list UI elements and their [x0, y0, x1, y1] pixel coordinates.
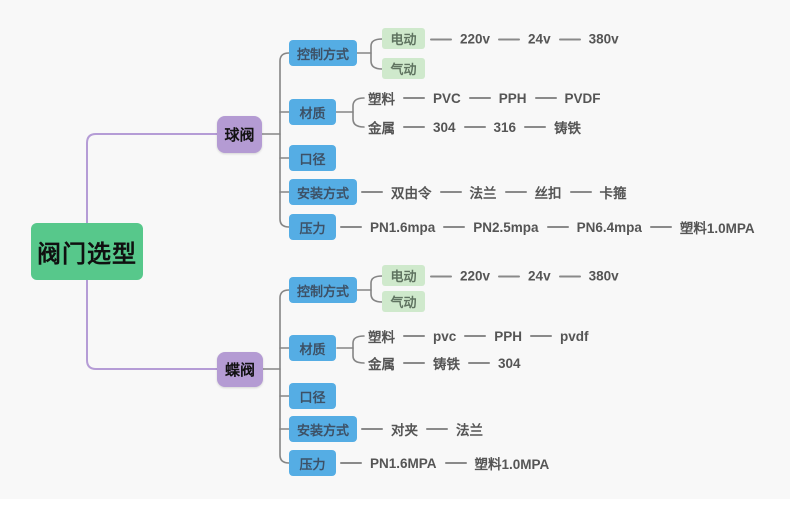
ball-pressure-chain: PN1.6mpa PN2.5mpa PN6.4mpa 塑料1.0MPA: [340, 217, 755, 237]
connector-dash: [403, 335, 425, 337]
connector-dash: [403, 362, 425, 364]
leaf-node-ball-thread[interactable]: 丝扣: [534, 186, 562, 201]
leaf-node-ball-316[interactable]: 316: [493, 119, 517, 135]
leaf-node-butterfly-flange[interactable]: 法兰: [456, 423, 483, 438]
butterfly-voltage-chain: 220v 24v 380v: [430, 269, 619, 284]
leaf-node-ball-double-union[interactable]: 双由令: [391, 186, 432, 201]
connector-dash: [430, 38, 452, 40]
category-node-butterfly-control-method[interactable]: 控制方式: [289, 277, 357, 303]
leaf-node-butterfly-plastic-10mpa[interactable]: 塑料1.0MPA: [474, 457, 550, 472]
connector-dash: [439, 191, 462, 193]
connector-dash: [403, 97, 425, 99]
connector-dash: [649, 226, 672, 228]
leaf-node-ball-clamp[interactable]: 卡箍: [599, 186, 627, 201]
connector-dash: [530, 335, 553, 337]
category-node-ball-pressure[interactable]: 压力: [289, 214, 336, 240]
connector-dash: [426, 428, 448, 430]
leaf-node-butterfly-wafer[interactable]: 对夹: [391, 423, 418, 438]
node-butterfly-pneumatic[interactable]: 气动: [382, 291, 425, 312]
connector-dash: [524, 126, 547, 128]
leaf-node-butterfly-pph[interactable]: PPH: [494, 328, 523, 344]
category-node-butterfly-material[interactable]: 材质: [289, 335, 336, 361]
connector-dash: [504, 191, 527, 193]
category-node-ball-install-method[interactable]: 安装方式: [289, 179, 357, 205]
root-node-valve-selection[interactable]: 阀门选型: [31, 223, 143, 280]
leaf-node-ball-pvdf[interactable]: PVDF: [564, 90, 601, 106]
connector-dash: [361, 428, 383, 430]
category-node-ball-material[interactable]: 材质: [289, 99, 336, 125]
leaf-node-ball-voltage-380v[interactable]: 380v: [588, 31, 619, 47]
connector-dash: [463, 126, 486, 128]
node-butterfly-electric[interactable]: 电动: [382, 265, 425, 286]
leaf-node-butterfly-plastic[interactable]: 塑料: [368, 330, 395, 345]
connector-dash: [468, 97, 491, 99]
category-node-butterfly-install-method[interactable]: 安装方式: [289, 416, 357, 442]
connector-dash: [569, 191, 592, 193]
connector-dash: [444, 462, 467, 464]
leaf-node-butterfly-cast-iron[interactable]: 铸铁: [433, 357, 460, 372]
leaf-node-butterfly-pvdf[interactable]: pvdf: [560, 328, 589, 344]
leaf-node-ball-flange[interactable]: 法兰: [469, 186, 497, 201]
leaf-node-ball-pvc[interactable]: PVC: [433, 90, 461, 106]
connector-dash: [558, 275, 581, 277]
ball-install-chain: 双由令 法兰 丝扣 卡箍: [361, 182, 627, 202]
leaf-node-butterfly-voltage-24v[interactable]: 24v: [528, 268, 551, 284]
bottom-page-strip: [0, 499, 790, 506]
category-node-ball-control-method[interactable]: 控制方式: [289, 40, 357, 66]
connector-dash: [546, 226, 569, 228]
category-node-butterfly-pressure[interactable]: 压力: [289, 450, 336, 476]
leaf-node-butterfly-voltage-220v[interactable]: 220v: [460, 268, 491, 284]
leaf-node-butterfly-pvc[interactable]: pvc: [433, 328, 457, 344]
butterfly-install-chain: 对夹 法兰: [361, 419, 483, 439]
node-ball-electric[interactable]: 电动: [382, 28, 425, 49]
leaf-node-butterfly-metal[interactable]: 金属: [368, 357, 395, 372]
ball-metal-chain: 金属 304 316 铸铁: [368, 117, 581, 137]
connector-dash: [340, 462, 362, 464]
leaf-node-ball-pn64[interactable]: PN6.4mpa: [576, 219, 642, 235]
leaf-node-ball-pn16[interactable]: PN1.6mpa: [370, 219, 436, 235]
leaf-node-butterfly-304[interactable]: 304: [498, 355, 521, 371]
connector-dash: [361, 191, 383, 193]
leaf-node-ball-pph[interactable]: PPH: [498, 90, 527, 106]
leaf-node-ball-pn25[interactable]: PN2.5mpa: [473, 219, 539, 235]
leaf-node-ball-304[interactable]: 304: [433, 119, 456, 135]
branch-node-butterfly-valve[interactable]: 蝶阀: [217, 352, 263, 387]
connector-dash: [468, 362, 490, 364]
node-ball-pneumatic[interactable]: 气动: [382, 58, 425, 79]
leaf-node-ball-voltage-24v[interactable]: 24v: [528, 31, 551, 47]
connector-dash: [498, 275, 521, 277]
category-node-butterfly-diameter[interactable]: 口径: [289, 383, 336, 409]
butterfly-pressure-chain: PN1.6MPA 塑料1.0MPA: [340, 453, 549, 473]
connector-dash: [464, 335, 487, 337]
leaf-node-ball-metal[interactable]: 金属: [368, 121, 395, 136]
branch-node-ball-valve[interactable]: 球阀: [217, 116, 262, 153]
category-node-ball-diameter[interactable]: 口径: [289, 145, 336, 171]
leaf-node-butterfly-pn16[interactable]: PN1.6MPA: [370, 455, 437, 471]
leaf-node-ball-cast-iron[interactable]: 铸铁: [554, 121, 582, 136]
butterfly-plastic-chain: 塑料 pvc PPH pvdf: [368, 326, 589, 346]
leaf-node-ball-voltage-220v[interactable]: 220v: [460, 31, 491, 47]
connector-dash: [340, 226, 362, 228]
butterfly-metal-chain: 金属 铸铁 304: [368, 353, 521, 373]
connector-dash: [498, 38, 521, 40]
connector-dash: [403, 126, 425, 128]
connector-dash: [558, 38, 581, 40]
leaf-node-butterfly-voltage-380v[interactable]: 380v: [588, 268, 619, 284]
leaf-node-ball-plastic[interactable]: 塑料: [368, 92, 395, 107]
connector-dash: [534, 97, 557, 99]
ball-voltage-chain: 220v 24v 380v: [430, 32, 619, 47]
leaf-node-ball-plastic-10mpa[interactable]: 塑料1.0MPA: [679, 221, 755, 236]
connector-dash: [443, 226, 466, 228]
ball-plastic-chain: 塑料 PVC PPH PVDF: [368, 88, 601, 108]
connector-dash: [430, 275, 452, 277]
